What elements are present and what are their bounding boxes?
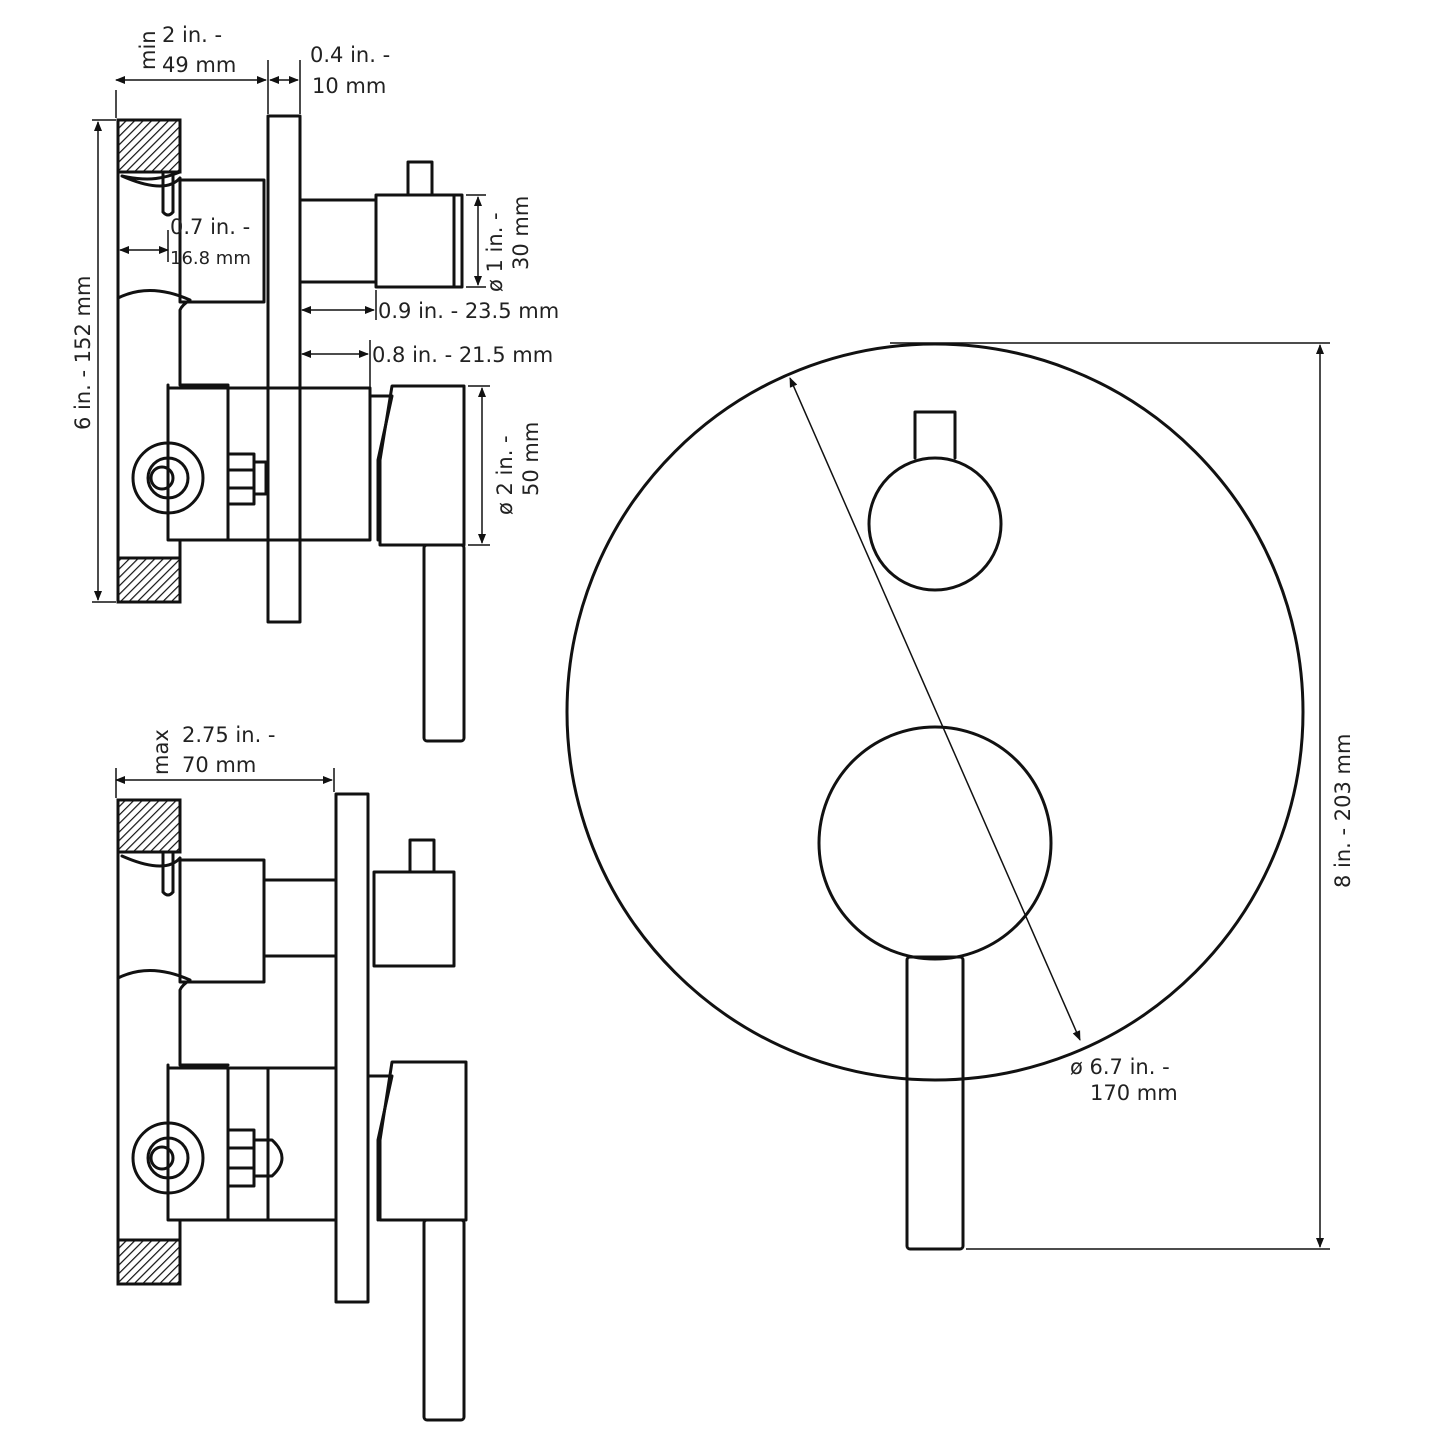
small-knob-projection: 0.9 in. - 23.5 mm [378,299,559,323]
thread-bottom-b [116,1238,182,1286]
handle-lever-front [905,955,965,1251]
side-port-outer [131,441,205,515]
hex-nut-b [226,1128,256,1188]
side-height-label: 6 in. - 152 mm [71,276,95,430]
handle-hub-front [817,725,1053,961]
plate-dia-in: ø 6.7 in. - [1070,1055,1170,1079]
front-view: ø 6.7 in. - 170 mm 8 in. - 203 mm [565,342,1355,1251]
diverter-pin [406,160,434,197]
small-knob-dia-mm: 30 mm [509,196,533,270]
thread-bottom [116,556,182,604]
max-depth-in: 2.75 in. - [182,723,276,747]
upper-stem-housing [178,178,266,304]
handle-dia-in: ø 2 in. - [493,435,517,515]
pipe-dim-in: 0.7 in. - [170,215,250,239]
plug-cap [252,1138,284,1178]
diverter-stem [298,198,378,284]
diverter-knob [374,193,456,289]
side-view-top: min 2 in. - 49 mm 0.4 in. - 10 mm 6 in. … [71,23,559,743]
wall-plate [266,114,302,624]
diverter-knob-front [867,456,1003,592]
handle-base [226,386,372,542]
max-depth-mm: 70 mm [182,753,256,777]
diverter-knob-b [372,870,456,968]
min-depth-in: 2 in. - [162,23,222,47]
plate-thickness-in: 0.4 in. - [310,43,390,67]
min-label: min [136,30,160,70]
max-label: max [149,729,173,775]
valve-body [116,170,230,560]
handle-base-b [226,1066,338,1222]
handle-dia-mm: 50 mm [519,422,543,496]
front-height-label: 8 in. - 203 mm [1331,734,1355,888]
side-view-bottom: max 2.75 in. - 70 mm [115,723,468,1422]
diverter-stem-b [262,878,338,958]
diverter-pin-front [913,410,957,460]
small-knob-dia-in: ø 1 in. - [483,212,507,292]
pipe-dim-mm: 16.8 mm [170,248,251,269]
trim-plate [565,342,1305,1082]
large-knob-projection: 0.8 in. - 21.5 mm [372,343,553,367]
thread-top [116,118,182,174]
handle-lever [422,543,466,743]
side-port-inner [146,456,190,500]
lower-body-box-b [166,1066,270,1222]
handle-head [378,384,466,547]
side-port-outer-b [131,1121,205,1195]
thread-top-b [116,798,182,854]
diverter-pin-b [408,838,436,874]
handle-head-b [378,1060,468,1222]
wall-plate-b [334,792,370,1304]
upper-stem-housing-b [178,858,266,984]
handle-lever-b [422,1218,466,1422]
min-depth-mm: 49 mm [162,53,236,77]
hex-nut [226,452,256,506]
plate-dia-mm: 170 mm [1090,1081,1178,1105]
plate-thickness-mm: 10 mm [312,74,386,98]
